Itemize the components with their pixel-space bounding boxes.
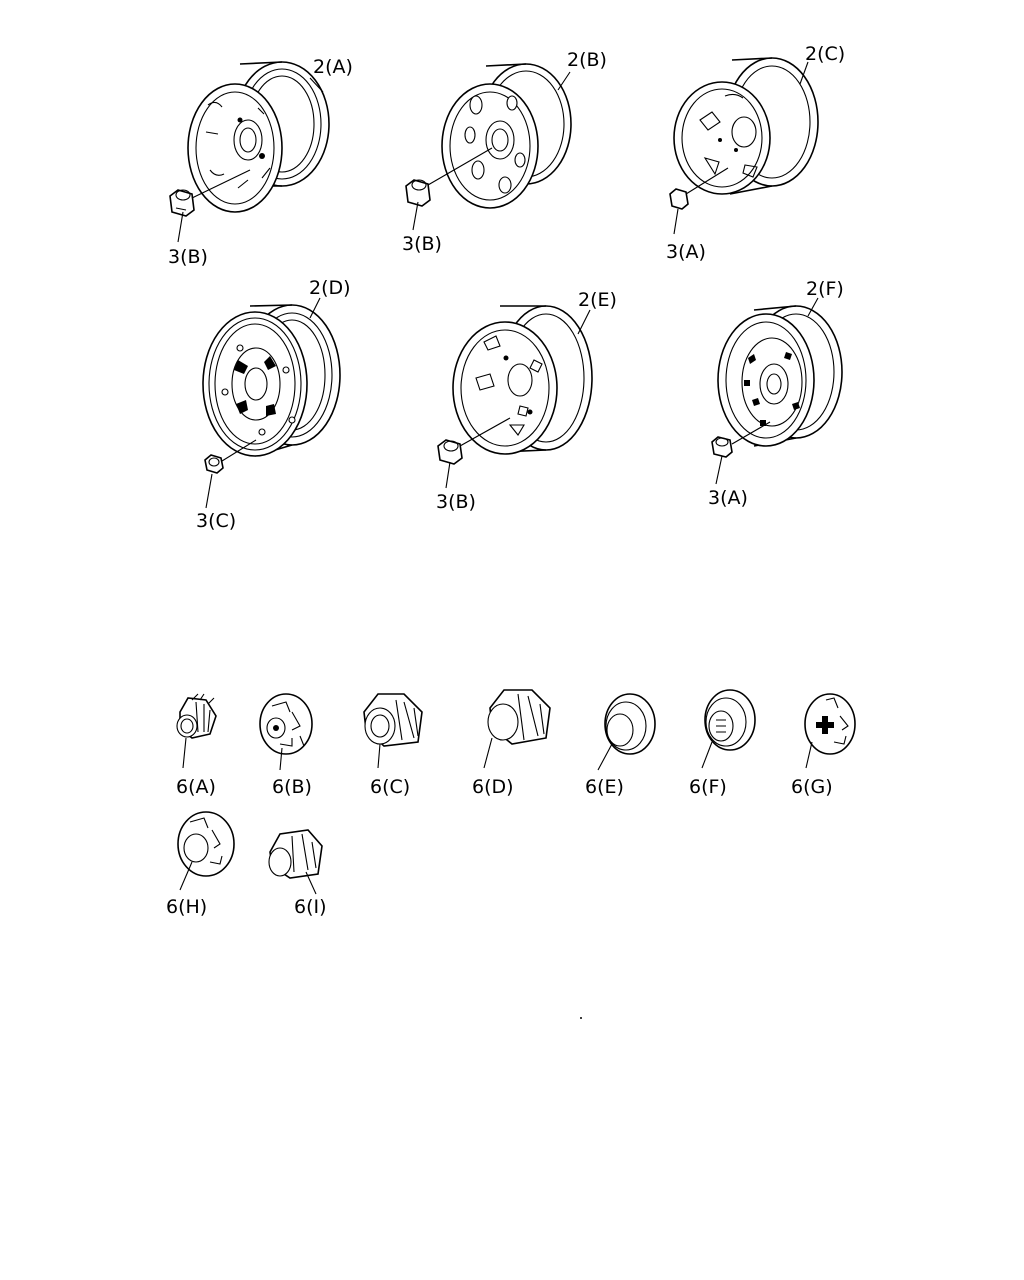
leader-line — [179, 861, 193, 891]
cap-6h — [177, 811, 235, 877]
cap-callout-6h: 6(H) — [166, 896, 207, 918]
cap-6e — [604, 693, 656, 755]
nut-3a-f — [711, 436, 733, 458]
leader-line — [182, 737, 187, 769]
nut-callout-3b: 3(B) — [168, 246, 208, 268]
leader-line — [221, 439, 257, 462]
wheel-callout-2c: 2(C) — [805, 43, 845, 65]
leader-line — [459, 417, 511, 447]
leader-line — [799, 61, 809, 85]
wheel-2e — [452, 305, 593, 455]
nut-callout-3c: 3(C) — [196, 510, 236, 532]
cap-callout-6g: 6(G) — [791, 776, 833, 798]
wheel-callout-2d: 2(D) — [309, 277, 351, 299]
leader-line — [177, 211, 184, 243]
leader-line — [377, 743, 381, 769]
cap-callout-6b: 6(B) — [272, 776, 312, 798]
wheel-callout-2f: 2(F) — [806, 278, 844, 300]
cap-callout-6e: 6(E) — [585, 776, 624, 798]
nut-3a-c — [669, 188, 689, 210]
leader-line — [205, 473, 213, 509]
wheel-callout-2b: 2(B) — [567, 49, 607, 71]
leader-line — [577, 309, 591, 335]
leader-line — [427, 147, 493, 186]
leader-line — [673, 208, 679, 235]
wheel-callout-2a: 2(A) — [313, 56, 353, 78]
wheel-2f — [717, 305, 843, 447]
nut-3b-a — [169, 189, 195, 217]
leader-line — [445, 461, 451, 489]
cap-callout-6f: 6(F) — [689, 776, 727, 798]
leader-line — [305, 871, 317, 895]
cap-6i — [268, 829, 323, 879]
cap-6a — [176, 693, 217, 739]
nut-callout-3b: 3(B) — [402, 233, 442, 255]
cap-6g — [804, 693, 856, 755]
wheel-2d — [202, 304, 341, 457]
stray-dot — [580, 1017, 582, 1019]
leader-line — [483, 737, 493, 769]
nut-3b-e — [437, 439, 463, 465]
cap-6b — [259, 693, 313, 755]
leader-line — [309, 77, 324, 93]
cap-callout-6c: 6(C) — [370, 776, 410, 798]
wheel-2c — [673, 57, 819, 195]
cap-6f — [704, 689, 756, 751]
leader-line — [279, 747, 283, 771]
leader-line — [309, 297, 321, 319]
leader-line — [597, 743, 613, 771]
cap-callout-6i: 6(I) — [294, 896, 327, 918]
nut-3c-d — [204, 454, 224, 474]
leader-line — [557, 71, 571, 91]
leader-line — [715, 455, 723, 485]
leader-line — [805, 741, 813, 769]
wheel-2a — [187, 61, 330, 213]
cap-6c — [363, 693, 423, 747]
leader-line — [191, 169, 251, 199]
wheel-callout-2e: 2(E) — [578, 289, 617, 311]
leader-line — [412, 201, 419, 231]
nut-callout-3a: 3(A) — [708, 487, 748, 509]
nut-3b-b — [405, 179, 431, 207]
cap-6d — [487, 689, 551, 745]
wheel-2b — [441, 63, 572, 209]
cap-callout-6d: 6(D) — [472, 776, 514, 798]
leader-line — [807, 297, 819, 317]
leader-line — [731, 421, 771, 445]
nut-callout-3a: 3(A) — [666, 241, 706, 263]
nut-callout-3b: 3(B) — [436, 491, 476, 513]
leader-line — [685, 167, 729, 195]
cap-callout-6a: 6(A) — [176, 776, 216, 798]
leader-line — [701, 741, 713, 769]
